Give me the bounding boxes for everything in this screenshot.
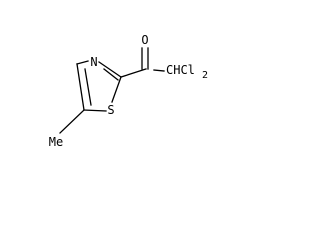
dichloromethyl-subscript: 2 (202, 70, 208, 81)
bond-c5-methyl (59, 109, 85, 134)
dichloromethyl-label: CHCl (166, 63, 195, 77)
molecule-structure: O N S CHCl 2 Me (49, 33, 208, 149)
bond-s1-c5 (83, 109, 107, 112)
sulfur-label: S (107, 103, 114, 117)
bond-c5-c4-double (84, 68, 92, 106)
bond-n3-c2 (98, 61, 122, 78)
bond-c2-carbonyl (120, 68, 147, 78)
bond-carbonyl-chcl2 (153, 69, 165, 72)
bond-n3-c2-double (103, 68, 119, 81)
bond-c4-n3 (76, 60, 89, 65)
methyl-label: Me (49, 135, 63, 149)
oxygen-label: O (141, 33, 148, 47)
nitrogen-label: N (90, 55, 97, 69)
bond-c2-s1 (111, 76, 122, 103)
bond-c5-c4 (76, 63, 85, 111)
